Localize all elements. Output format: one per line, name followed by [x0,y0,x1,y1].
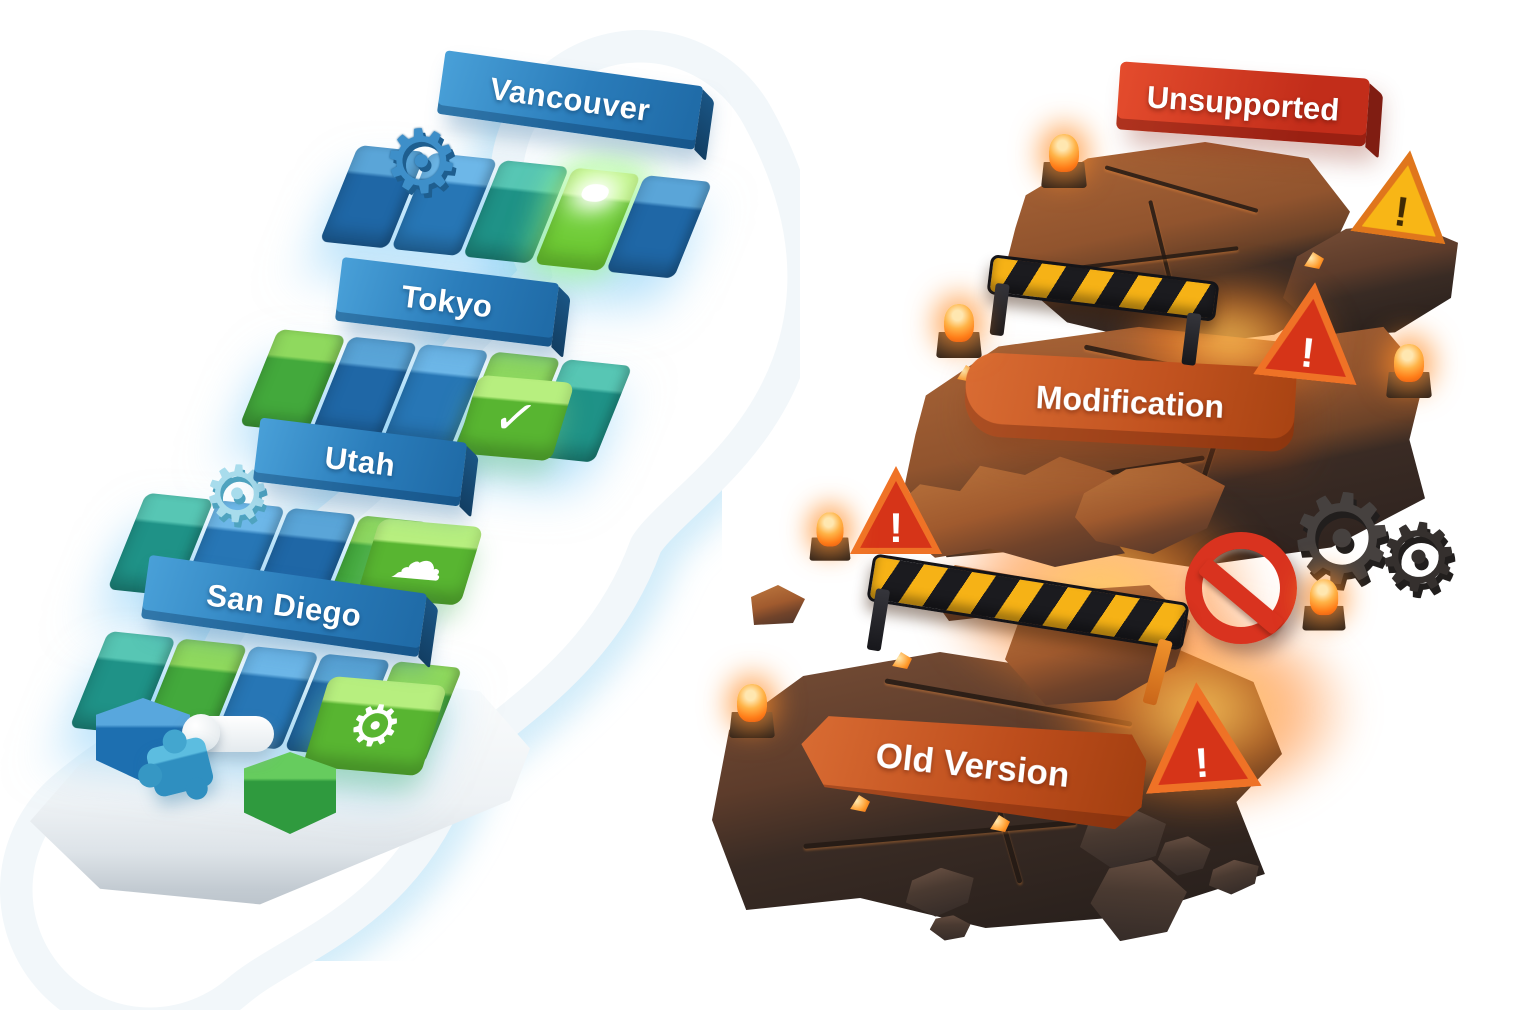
gear-icon: ⚙ [376,106,467,217]
sign-label: Tokyo [399,278,495,325]
unsupported-banner: Unsupported [1115,61,1371,147]
release-sign: Utah [252,417,468,507]
no-entry-icon [1185,532,1297,644]
exclamation-glyph: ! [889,503,903,551]
modification-banner: Modification [963,351,1297,453]
siren-dome [1394,344,1424,382]
siren-light-icon [728,676,776,738]
gear-icon: ⚙ [1368,498,1468,619]
siren-dome [944,304,974,342]
sign-label: Vancouver [487,70,653,129]
release-sign: Vancouver [436,50,704,150]
sign-label: San Diego [204,577,364,634]
siren-light-icon [1040,126,1088,188]
siren-light-icon [1385,336,1433,398]
release-sign: Tokyo [334,256,560,348]
gear-icon: ⚙ [338,690,412,762]
siren-dome [1309,579,1339,616]
crack-line [803,820,1077,849]
no-entry-bar [1197,557,1285,636]
exclamation-glyph: ! [1391,186,1412,236]
banner-label: Modification [1034,378,1226,425]
siren-dome [816,512,844,547]
siren-light-icon [808,505,851,561]
banner-label: Old Version [873,735,1072,796]
sign-label: Utah [322,439,398,484]
crack-line [1104,165,1258,213]
siren-light-icon [935,296,983,358]
banner-label: Unsupported [1145,79,1341,128]
siren-light-icon [1301,572,1347,631]
block-row [319,144,717,279]
siren-dome [737,684,767,722]
siren-dome [1049,134,1079,172]
warning-triangle-icon: ! [1350,144,1457,245]
glow-spark [578,182,612,204]
